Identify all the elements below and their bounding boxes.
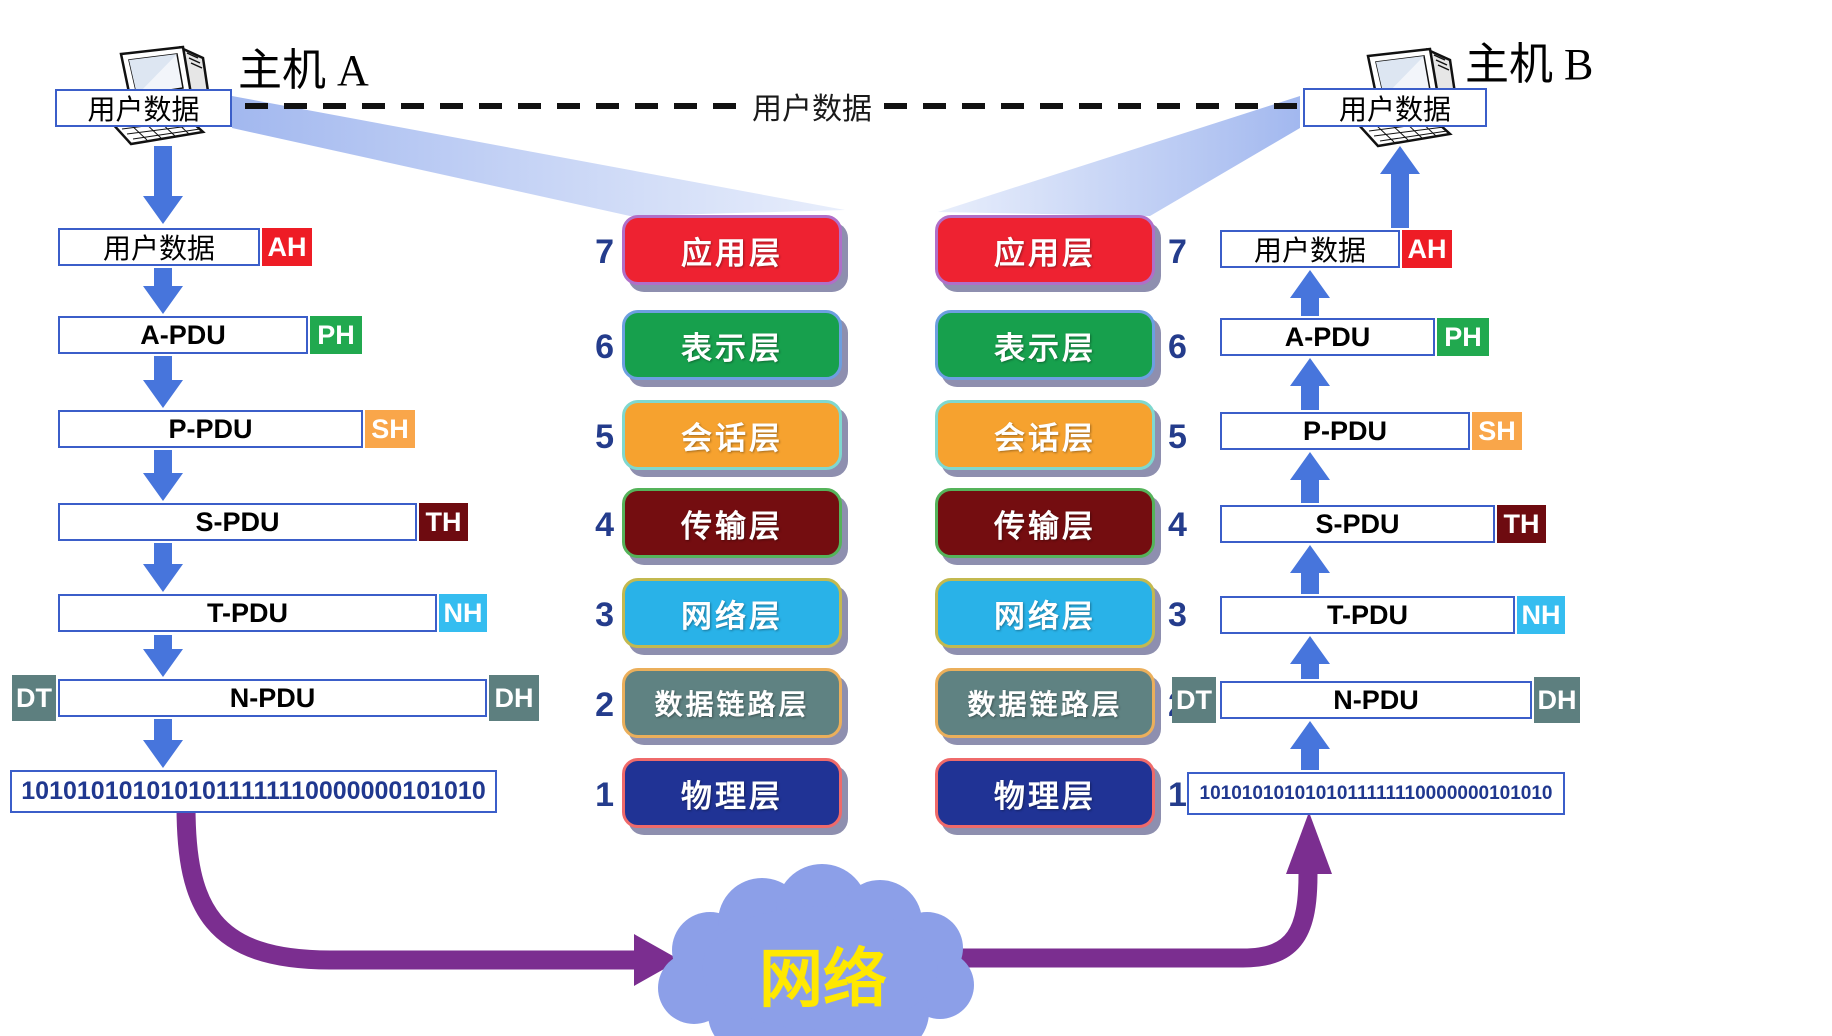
user-data-label: 用户数据 xyxy=(87,95,200,126)
left-row-p-pdu: P-PDU xyxy=(58,410,363,448)
layer-number-5b: 5 xyxy=(1168,418,1187,456)
user-data-box-host-a: 用户数据 xyxy=(55,89,232,127)
left-bitstream-box: 1010101010101011111110000000101010 xyxy=(10,770,497,813)
down-arrow-icons xyxy=(143,146,183,768)
beam-host-a xyxy=(232,96,845,216)
tag-nh-right: NH xyxy=(1517,596,1565,634)
layer-number-1b: 1 xyxy=(1168,776,1187,814)
layer-number-3b: 3 xyxy=(1168,596,1187,634)
tag-ah: AH xyxy=(262,228,312,266)
down-arrow-icon xyxy=(143,146,183,224)
up-arrow-icon xyxy=(1290,270,1330,316)
up-arrow-icon xyxy=(1290,358,1330,410)
up-arrow-icon xyxy=(1290,721,1330,770)
down-arrow-icon xyxy=(143,268,183,314)
osi-layer-physical: 物理层 xyxy=(622,758,842,828)
right-arrowhead-icon xyxy=(634,934,680,986)
down-arrow-icon xyxy=(143,719,183,768)
center-user-data-label: 用户数据 xyxy=(752,93,872,126)
layer-number-5: 5 xyxy=(595,418,614,456)
right-row-user-data: 用户数据 xyxy=(1220,230,1400,268)
network-cloud xyxy=(658,864,974,1036)
up-arrow-icon xyxy=(1290,545,1330,594)
osi-layer-presentation: 表示层 xyxy=(622,310,842,380)
layer-number-7: 7 xyxy=(595,233,614,271)
osi-layer-network-b: 网络层 xyxy=(935,578,1155,648)
up-arrow-icon xyxy=(1290,636,1330,679)
tag-ph: PH xyxy=(310,316,362,354)
tag-ph-right: PH xyxy=(1437,318,1489,356)
up-arrow-icon xyxy=(1290,452,1330,503)
right-row-s-pdu: S-PDU xyxy=(1220,505,1495,543)
layer-number-4b: 4 xyxy=(1168,506,1187,544)
osi-layer-transport: 传输层 xyxy=(622,488,842,558)
osi-layer-session-b: 会话层 xyxy=(935,400,1155,470)
user-data-box-host-b: 用户数据 xyxy=(1303,88,1487,127)
layer-number-2: 2 xyxy=(595,686,614,724)
down-arrow-icon xyxy=(143,450,183,501)
right-bitstream-box: 1010101010101011111110000000101010 xyxy=(1187,772,1565,815)
tag-dh-right: DH xyxy=(1534,677,1580,723)
osi-layer-presentation-b: 表示层 xyxy=(935,310,1155,380)
up-arrow-icons xyxy=(1290,146,1420,770)
left-row-t-pdu: T-PDU xyxy=(58,594,437,632)
tag-ah-right: AH xyxy=(1402,230,1452,268)
tag-th: TH xyxy=(419,503,468,541)
layer-number-3: 3 xyxy=(595,596,614,634)
osi-layer-datalink-b: 数据链路层 xyxy=(935,668,1155,738)
right-row-p-pdu: P-PDU xyxy=(1220,412,1470,450)
down-arrow-icon xyxy=(143,543,183,592)
tag-sh: SH xyxy=(365,410,415,448)
physical-transmission-path xyxy=(176,805,1332,986)
layer-number-1: 1 xyxy=(595,776,614,814)
up-arrow-icon xyxy=(1380,146,1420,228)
tag-dh: DH xyxy=(489,675,539,721)
left-row-a-pdu: A-PDU xyxy=(58,316,308,354)
left-row-n-pdu: N-PDU xyxy=(58,679,487,717)
tag-th-right: TH xyxy=(1497,505,1546,543)
osi-layer-session: 会话层 xyxy=(622,400,842,470)
left-row-s-pdu: S-PDU xyxy=(58,503,417,541)
right-row-a-pdu: A-PDU xyxy=(1220,318,1435,356)
right-row-n-pdu: N-PDU xyxy=(1220,681,1532,719)
layer-number-6: 6 xyxy=(595,328,614,366)
host-a-label: 主机 A xyxy=(238,46,369,95)
layer-number-7b: 7 xyxy=(1168,233,1187,271)
tag-sh-right: SH xyxy=(1472,412,1522,450)
host-b-label: 主机 B xyxy=(1465,40,1594,89)
left-row-user-data: 用户数据 xyxy=(58,228,260,266)
tag-dt-right: DT xyxy=(1172,677,1216,723)
right-row-t-pdu: T-PDU xyxy=(1220,596,1515,634)
up-arrowhead-icon xyxy=(1286,812,1332,874)
down-arrow-icon xyxy=(143,356,183,408)
tag-dt: DT xyxy=(12,675,56,721)
osi-layer-physical-b: 物理层 xyxy=(935,758,1155,828)
beam-host-b xyxy=(938,96,1300,216)
osi-layer-network: 网络层 xyxy=(622,578,842,648)
osi-layer-application-b: 应用层 xyxy=(935,215,1155,285)
down-arrow-icon xyxy=(143,635,183,677)
tag-nh: NH xyxy=(439,594,487,632)
network-cloud-label: 网络 xyxy=(759,944,887,1015)
layer-number-4: 4 xyxy=(595,506,614,544)
user-data-label: 用户数据 xyxy=(1338,94,1451,126)
osi-layer-application: 应用层 xyxy=(622,215,842,285)
osi-layer-datalink: 数据链路层 xyxy=(622,668,842,738)
layer-number-6b: 6 xyxy=(1168,328,1187,366)
osi-layer-transport-b: 传输层 xyxy=(935,488,1155,558)
